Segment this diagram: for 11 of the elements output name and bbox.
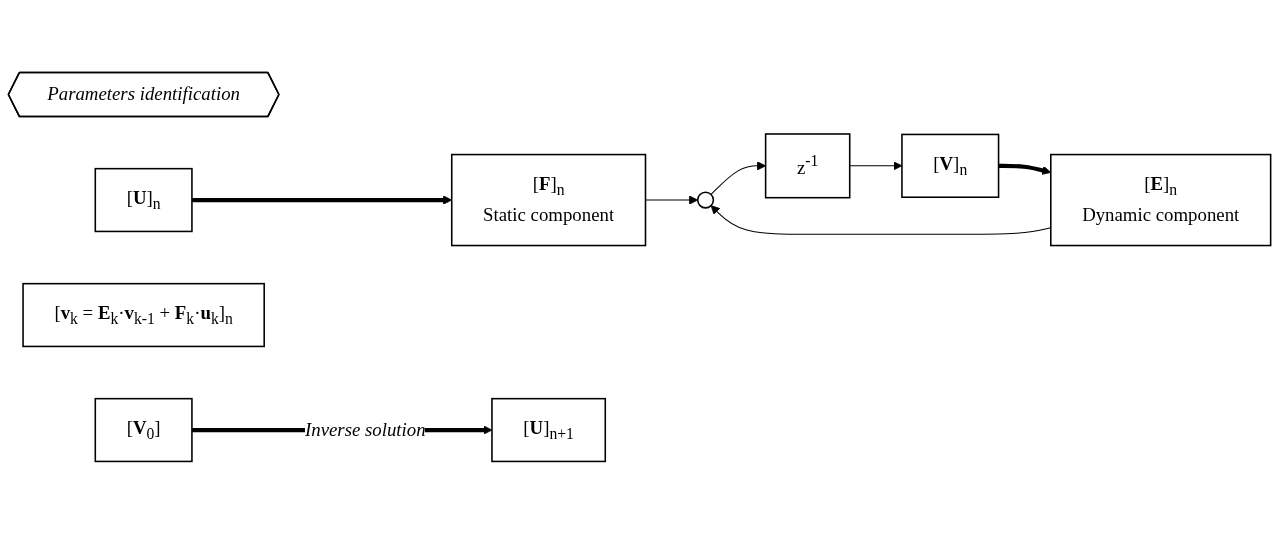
node-box: [U]$_{n+1}$	[491, 397, 607, 463]
node-box: z$^{-1}$	[764, 133, 851, 199]
node-box: [V]$_{n}$	[901, 133, 1000, 198]
node-box: [v$_{k}$ = E$_{k}$·v$_{k-1}$ + F$_{k}$·u$_{k}$]$_{n}$	[22, 282, 265, 348]
node-box: [U]$_{n}$	[94, 167, 193, 233]
node-box: [V$_{0}$]	[94, 397, 193, 463]
node-box: [F]$_{n}$ Static component	[450, 153, 647, 247]
node-circle	[696, 191, 715, 209]
node-box: [E]$_{n}$ Dynamic component	[1050, 153, 1272, 247]
edge-label: Inverse solution	[305, 419, 426, 440]
arrow	[645, 195, 699, 205]
